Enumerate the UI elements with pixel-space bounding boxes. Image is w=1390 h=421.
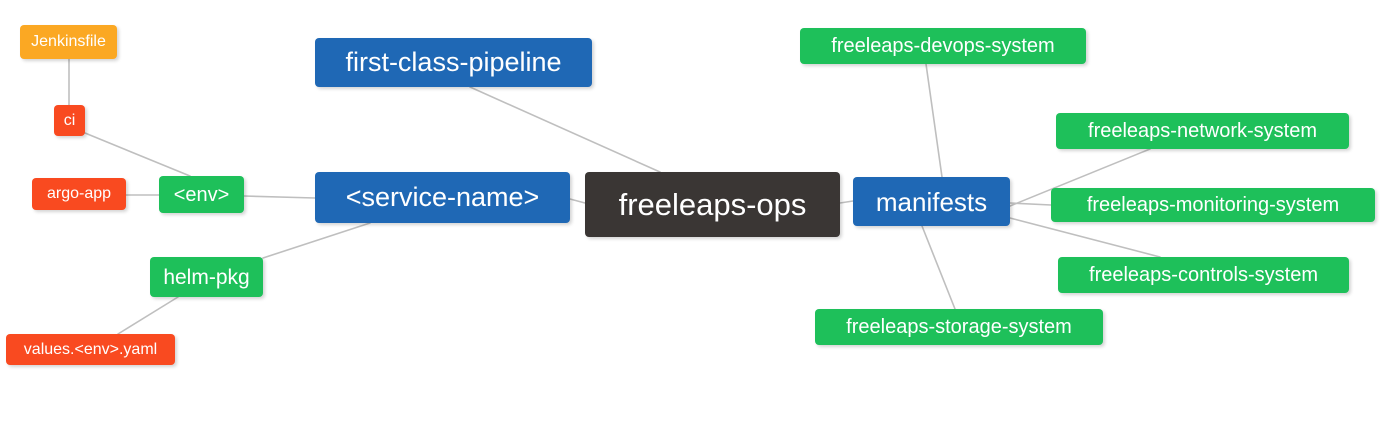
node-ci[interactable]: ci <box>54 105 85 136</box>
node-label-service-name: <service-name> <box>345 182 540 212</box>
node-label-root: freeleaps-ops <box>618 187 807 222</box>
edge-manifests-to-freeleaps-monitoring-system <box>1009 202 1052 206</box>
edge-helm-pkg-to-service-name <box>262 222 371 259</box>
node-root[interactable]: freeleaps-ops <box>585 172 840 237</box>
node-label-env: <env> <box>173 183 230 206</box>
node-freeleaps-storage-system[interactable]: freeleaps-storage-system <box>815 309 1103 345</box>
node-label-freeleaps-controls-system: freeleaps-controls-system <box>1089 264 1318 286</box>
node-freeleaps-monitoring-system[interactable]: freeleaps-monitoring-system <box>1051 188 1375 222</box>
node-label-values-env-yaml: values.<env>.yaml <box>23 340 158 358</box>
edge-manifests-to-freeleaps-storage-system <box>921 225 956 310</box>
node-label-argo-app: argo-app <box>46 185 112 202</box>
edge-env-to-service-name <box>243 195 316 199</box>
node-freeleaps-controls-system[interactable]: freeleaps-controls-system <box>1058 257 1349 293</box>
node-label-freeleaps-storage-system: freeleaps-storage-system <box>846 316 1072 338</box>
node-freeleaps-devops-system[interactable]: freeleaps-devops-system <box>800 28 1086 64</box>
edge-service-name-to-root <box>569 198 586 204</box>
node-label-freeleaps-devops-system: freeleaps-devops-system <box>831 35 1055 57</box>
node-first-class-pipeline[interactable]: first-class-pipeline <box>315 38 592 87</box>
edge-freeleaps-devops-system-to-manifests <box>925 63 943 178</box>
edge-values-env-yaml-to-helm-pkg <box>117 296 179 335</box>
node-argo-app[interactable]: argo-app <box>32 178 126 210</box>
edge-ci-to-env <box>84 132 191 177</box>
node-label-first-class-pipeline: first-class-pipeline <box>345 47 562 77</box>
node-label-manifests: manifests <box>875 186 988 217</box>
node-label-helm-pkg: helm-pkg <box>163 265 250 289</box>
node-values-env-yaml[interactable]: values.<env>.yaml <box>6 334 175 365</box>
edge-root-to-manifests <box>839 200 854 204</box>
node-label-freeleaps-network-system: freeleaps-network-system <box>1088 120 1317 142</box>
node-service-name[interactable]: <service-name> <box>315 172 570 223</box>
edge-first-class-pipeline-to-root <box>469 86 661 173</box>
node-label-freeleaps-monitoring-system: freeleaps-monitoring-system <box>1086 194 1340 216</box>
node-env[interactable]: <env> <box>159 176 244 213</box>
node-jenkinsfile[interactable]: Jenkinsfile <box>20 25 117 59</box>
node-helm-pkg[interactable]: helm-pkg <box>150 257 263 297</box>
node-manifests[interactable]: manifests <box>853 177 1010 226</box>
edge-manifests-to-freeleaps-controls-system <box>1009 217 1161 258</box>
node-label-ci: ci <box>63 111 76 129</box>
node-freeleaps-network-system[interactable]: freeleaps-network-system <box>1056 113 1349 149</box>
node-label-jenkinsfile: Jenkinsfile <box>31 33 106 50</box>
